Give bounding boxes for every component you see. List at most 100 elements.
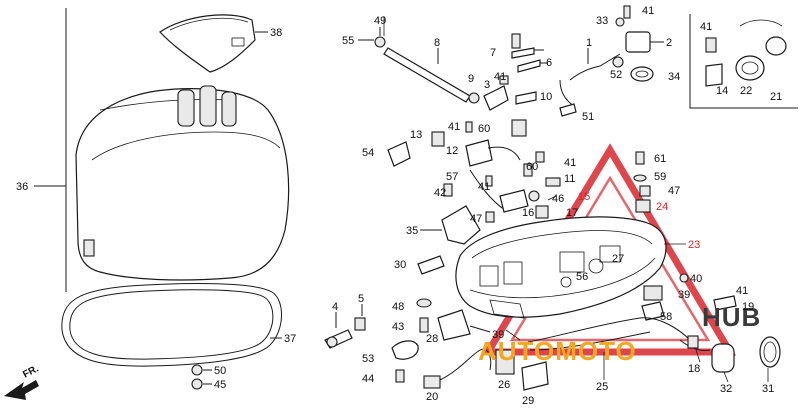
harness-25	[527, 317, 691, 343]
switch-32	[711, 343, 735, 373]
part-label: 55	[342, 35, 354, 47]
part-label: 45	[214, 379, 226, 391]
part-label: 44	[362, 373, 374, 385]
part-label: 32	[720, 383, 732, 395]
part-label: 1	[586, 37, 592, 49]
part-label: 38	[270, 27, 282, 39]
lid-38	[159, 14, 256, 73]
cover-36	[75, 88, 290, 281]
part-label: 24	[656, 201, 668, 213]
part-label: 41	[448, 121, 460, 133]
coil-21	[765, 36, 787, 56]
part-label: 2	[666, 37, 672, 49]
inset-box	[689, 14, 798, 109]
seal-37	[61, 283, 282, 367]
part-label: 37	[284, 333, 296, 345]
watermark-text-left: AUTOMOTO	[478, 336, 637, 366]
part-label: 21	[770, 91, 782, 103]
part-label: 23	[688, 239, 700, 251]
part-label: 15	[578, 191, 590, 203]
part-label: 19	[742, 301, 754, 313]
front-direction-arrow	[4, 380, 39, 400]
clip-5	[354, 317, 366, 331]
part-label: 22	[740, 85, 752, 97]
part-label: 16	[522, 207, 534, 219]
part-label: 48	[392, 301, 404, 313]
part-label: 9	[468, 73, 474, 85]
part-label: 8	[434, 37, 440, 49]
lower-pan-group	[391, 151, 781, 391]
rod-8	[383, 47, 471, 103]
part-label: 33	[596, 15, 608, 27]
grommet-45	[191, 378, 203, 390]
part-label: 30	[394, 259, 406, 271]
part-label: 11	[564, 173, 575, 185]
upper-parts-group	[358, 5, 664, 275]
watermark-text-right: HUB	[702, 302, 761, 332]
part-label: 42	[434, 187, 446, 199]
part-label: 52	[610, 69, 622, 81]
bracket-16	[499, 189, 529, 213]
clip-30	[417, 255, 445, 275]
part-label: 31	[762, 383, 774, 395]
watermark-text: AUTOMOTO HUB	[478, 302, 761, 366]
part-label: 41	[642, 5, 654, 17]
bracket-28	[437, 309, 471, 341]
part-label: 41	[736, 285, 748, 297]
part-label: 39	[492, 329, 504, 341]
part-label: 7	[490, 47, 496, 59]
leader-lines	[383, 16, 769, 383]
part-label: 51	[582, 111, 594, 123]
ring-34	[630, 66, 654, 82]
part-labels: 36 38 37 4 5 50 45 49 55 8 9 3 41 7 6 10…	[16, 5, 782, 407]
bracket-35	[441, 205, 481, 245]
part-label: 47	[470, 213, 482, 225]
part-label: 41	[700, 21, 712, 33]
part-label: 56	[576, 271, 588, 283]
part-label: 13	[410, 129, 422, 141]
part-label: 41	[564, 157, 576, 169]
part-label: 58	[660, 311, 672, 323]
bracket-12	[465, 139, 493, 167]
part-label: 60	[526, 161, 538, 173]
part-label: 43	[392, 321, 404, 333]
part-label: 59	[654, 171, 666, 183]
part-label: 29	[522, 395, 534, 407]
front-direction-label: FR.	[21, 363, 41, 380]
lower-pan	[455, 216, 667, 318]
part-label: 40	[690, 273, 702, 285]
part-label: 50	[214, 365, 226, 377]
part-label: 60	[478, 123, 490, 135]
part-label: 4	[332, 301, 338, 313]
part-label: 5	[358, 293, 364, 305]
part-label: 61	[654, 153, 666, 165]
part-label: 57	[446, 171, 458, 183]
engine-cover-group	[34, 8, 366, 390]
part-label: 47	[668, 185, 680, 197]
part-label: 17	[566, 207, 578, 219]
part-label: 35	[406, 225, 418, 237]
part-label: 26	[498, 379, 510, 391]
part-label: 10	[540, 91, 552, 103]
clip-19	[713, 295, 737, 311]
washer-50	[191, 364, 203, 376]
grommet-26	[495, 349, 515, 375]
ring-22	[735, 55, 765, 81]
part-label: 14	[716, 85, 728, 97]
part-label: 36	[16, 181, 28, 193]
part-label: 3	[484, 79, 490, 91]
part-label: 20	[426, 391, 438, 403]
part-label: 6	[546, 57, 552, 69]
cap-31	[759, 336, 781, 368]
bracket-3	[483, 85, 509, 111]
part-label: 28	[426, 333, 438, 345]
part-label: 25	[596, 381, 608, 393]
part-label: 41	[494, 71, 506, 83]
bracket-14	[705, 63, 723, 87]
part-label: 53	[362, 353, 374, 365]
filter-2	[625, 31, 651, 53]
plate-29	[521, 361, 549, 391]
part-label: 49	[374, 15, 386, 27]
